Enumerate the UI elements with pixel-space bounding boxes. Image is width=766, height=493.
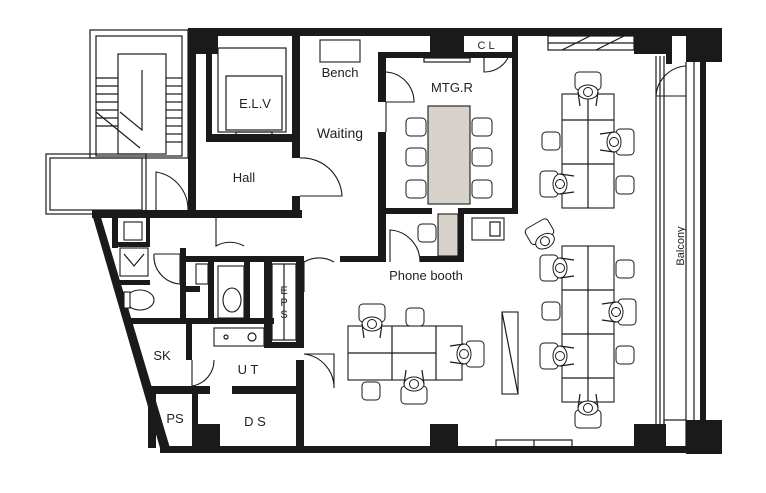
label-ps: PS xyxy=(166,411,184,426)
storage-shelf xyxy=(501,311,519,395)
meeting-room-furniture xyxy=(405,57,493,205)
label-ut: U T xyxy=(238,362,259,377)
bench xyxy=(319,39,361,63)
label-balcony: Balcony xyxy=(675,226,687,266)
walls xyxy=(92,28,722,454)
stair-treads xyxy=(95,70,182,149)
balcony-area xyxy=(495,35,695,452)
seated-people xyxy=(358,71,637,429)
desk-cluster-left xyxy=(347,325,463,381)
elevator xyxy=(217,47,287,137)
label-eps-1: E xyxy=(280,285,287,297)
staircase xyxy=(45,29,189,215)
label-closet: C L xyxy=(477,40,494,52)
label-waiting: Waiting xyxy=(317,125,363,141)
phone-booth-desk xyxy=(437,213,459,257)
label-hall: Hall xyxy=(233,170,256,185)
doors xyxy=(153,51,511,389)
label-bench: Bench xyxy=(322,65,359,80)
phone-booth-furniture xyxy=(417,213,505,257)
label-ds: D S xyxy=(244,414,266,429)
label-sk: SK xyxy=(153,348,171,363)
label-phone-booth: Phone booth xyxy=(389,268,463,283)
room-labels: E.L.V Hall Bench Waiting MTG.R C L Phone… xyxy=(153,40,687,429)
meeting-table xyxy=(427,105,471,205)
label-elevator: E.L.V xyxy=(239,96,271,111)
label-eps-3: S xyxy=(280,309,287,321)
office-chairs xyxy=(361,131,635,401)
label-meeting-room: MTG.R xyxy=(431,80,473,95)
restroom-fixtures xyxy=(119,221,297,347)
label-eps-2: P xyxy=(280,297,287,309)
desk-cluster-bottom xyxy=(561,245,615,403)
